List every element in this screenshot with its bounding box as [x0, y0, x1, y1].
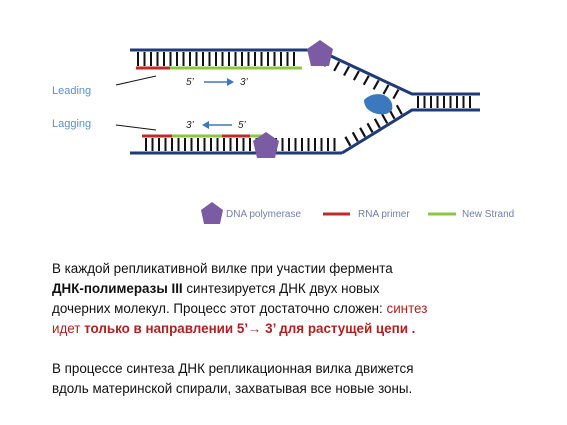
leading-five-prime: 5’ [186, 77, 195, 88]
unpaired-base [395, 104, 403, 115]
p1-synthesis-word: синтез [386, 301, 428, 316]
unpaired-base [351, 131, 359, 142]
unpaired-base [382, 84, 390, 95]
unpaired-base [372, 79, 380, 90]
paragraph-1: В каждой репликативной вилке при участии… [52, 259, 532, 339]
parental-base-pairs [417, 96, 471, 108]
lower-base-pairs [145, 138, 336, 151]
unpaired-base [373, 118, 381, 129]
unpaired-base [392, 89, 400, 100]
legend-new-strand: New Strand [462, 209, 514, 220]
unpaired-base [333, 61, 341, 72]
replication-fork-diagram: Leading Lagging 5’ 3’ 3’ 5’ DNA polymera… [52, 40, 514, 224]
unpaired-base [359, 127, 367, 138]
leading-dna-polymerase [307, 40, 333, 66]
p1-direction-emphasis: только в направлении 5’→ 3’ для растущей… [80, 321, 408, 336]
lagging-pointer-line [115, 124, 157, 131]
p2-line-2: вдоль материнской спирали, захватывая вс… [52, 381, 413, 396]
p1-line-2-rest: синтезируется ДНК двух новых [182, 281, 380, 296]
legend-dna-polymerase: DNA polymerase [226, 209, 301, 220]
unpaired-base [362, 75, 370, 86]
unpaired-base [344, 136, 352, 147]
unpaired-base [381, 113, 389, 124]
lagging-arrow-head [202, 121, 209, 129]
lagging-label: Lagging [52, 118, 91, 130]
lagging-five-prime: 5’ [238, 120, 247, 131]
p1-enzyme-name: ДНК-полимеразы III [52, 281, 183, 296]
unpaired-base [352, 70, 360, 81]
p2-line-1: В процессе синтеза ДНК репликационная ви… [52, 361, 414, 376]
legend-polymerase-swatch [201, 202, 223, 224]
unpaired-base [343, 65, 350, 77]
p1-line-3: дочерних молекул. Процесс этот достаточн… [52, 301, 387, 316]
description-text: В каждой репликативной вилке при участии… [52, 259, 532, 399]
lagging-three-prime: 3’ [186, 120, 195, 131]
fork-lower-arm [341, 108, 480, 155]
p1-line-4-end: . [407, 321, 416, 336]
lagging-dna-polymerase [253, 132, 279, 158]
fork-upper-arm [317, 48, 480, 96]
p1-line-1: В каждой репликативной вилке при участии… [52, 261, 393, 276]
paragraph-2: В процессе синтеза ДНК репликационная ви… [52, 359, 532, 399]
p1-goes-word: идет [52, 321, 81, 336]
helicase-blob [364, 94, 393, 115]
leading-three-prime: 3’ [240, 77, 249, 88]
leading-pointer-line [115, 75, 157, 86]
unpaired-base [366, 122, 374, 133]
upper-base-pairs [137, 52, 295, 66]
legend-rna-primer: RNA primer [358, 209, 410, 220]
leading-arrow-head [227, 78, 234, 86]
leading-label: Leading [52, 85, 91, 97]
